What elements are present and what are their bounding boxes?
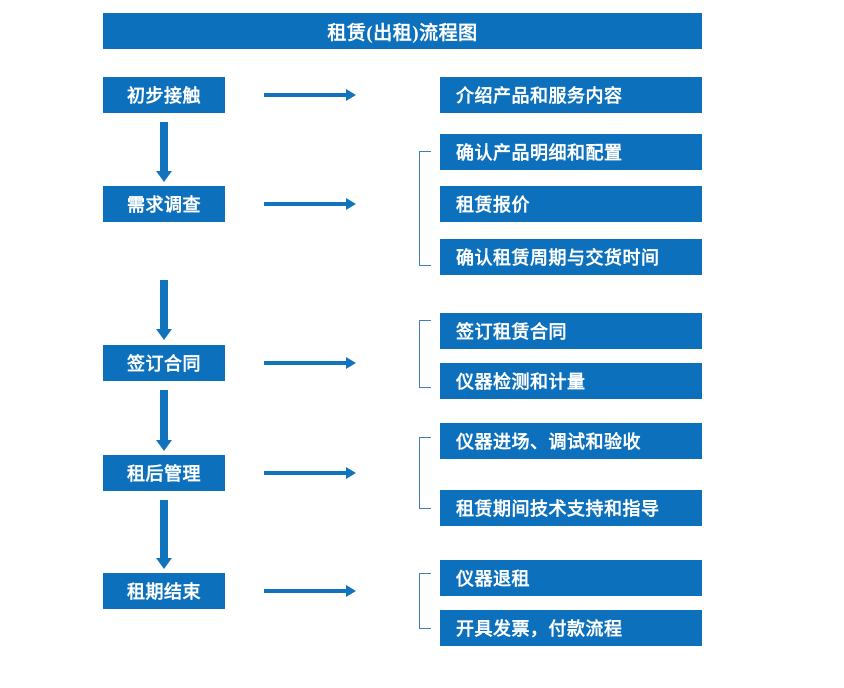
stage-box-3[interactable]: 签订合同 xyxy=(103,345,225,381)
horizontal-arrow-5 xyxy=(264,582,356,600)
vertical-arrow-1 xyxy=(154,122,174,182)
horizontal-arrow-4 xyxy=(264,464,356,482)
arrow-shaft xyxy=(264,202,346,206)
detail-box-10[interactable]: 开具发票，付款流程 xyxy=(440,610,702,646)
stage-box-4[interactable]: 租后管理 xyxy=(103,455,225,491)
group-bracket-4 xyxy=(419,573,431,629)
vertical-arrow-4 xyxy=(154,500,174,569)
arrow-shaft xyxy=(160,122,168,171)
vertical-arrow-2 xyxy=(154,280,174,340)
arrow-head xyxy=(156,440,172,451)
arrow-head xyxy=(346,467,356,479)
stage-box-2[interactable]: 需求调查 xyxy=(103,186,225,222)
group-bracket-3 xyxy=(419,437,431,509)
arrow-shaft xyxy=(264,471,346,475)
arrow-shaft xyxy=(160,280,168,329)
chart-title-bar: 租赁(出租)流程图 xyxy=(103,13,702,49)
stage-box-5[interactable]: 租期结束 xyxy=(103,573,225,609)
horizontal-arrow-2 xyxy=(264,195,356,213)
arrow-head xyxy=(346,585,356,597)
arrow-shaft xyxy=(264,93,346,97)
arrow-head xyxy=(156,171,172,182)
group-bracket-2 xyxy=(419,320,431,388)
arrow-shaft xyxy=(264,589,346,593)
detail-box-5[interactable]: 签订租赁合同 xyxy=(440,313,702,349)
detail-box-4[interactable]: 确认租赁周期与交货时间 xyxy=(440,239,702,275)
arrow-shaft xyxy=(160,500,168,558)
detail-box-8[interactable]: 租赁期间技术支持和指导 xyxy=(440,490,702,526)
detail-box-6[interactable]: 仪器检测和计量 xyxy=(440,363,702,399)
arrow-head xyxy=(346,357,356,369)
detail-box-3[interactable]: 租赁报价 xyxy=(440,186,702,222)
vertical-arrow-3 xyxy=(154,390,174,451)
stage-box-1[interactable]: 初步接触 xyxy=(103,77,225,113)
arrow-head xyxy=(156,329,172,340)
detail-box-1[interactable]: 介绍产品和服务内容 xyxy=(440,77,702,113)
horizontal-arrow-3 xyxy=(264,354,356,372)
detail-box-7[interactable]: 仪器进场、调试和验收 xyxy=(440,423,702,459)
horizontal-arrow-1 xyxy=(264,86,356,104)
arrow-shaft xyxy=(160,390,168,440)
arrow-shaft xyxy=(264,361,346,365)
group-bracket-1 xyxy=(419,151,431,266)
detail-box-2[interactable]: 确认产品明细和配置 xyxy=(440,134,702,170)
arrow-head xyxy=(346,89,356,101)
arrow-head xyxy=(346,198,356,210)
arrow-head xyxy=(156,558,172,569)
detail-box-9[interactable]: 仪器退租 xyxy=(440,560,702,596)
